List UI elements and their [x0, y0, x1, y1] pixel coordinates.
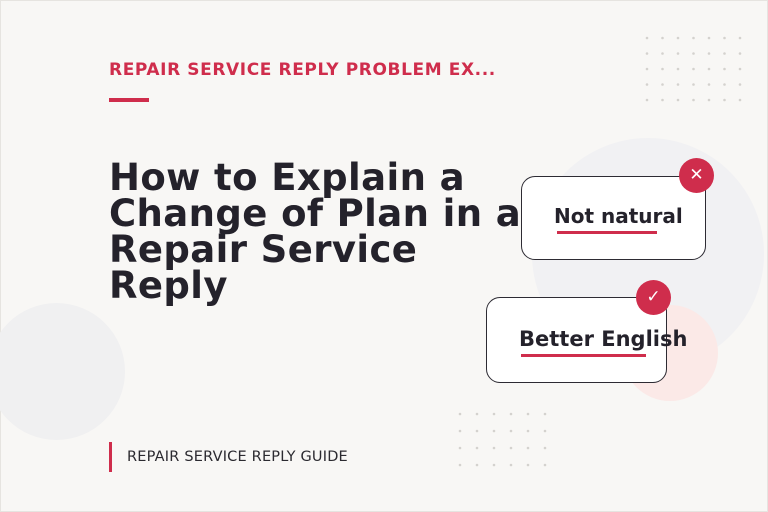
kicker-title: REPAIR SERVICE REPLY PROBLEM EX... — [109, 60, 496, 80]
guide-accent-bar — [109, 442, 112, 472]
page-title: How to Explain a Change of Plan in a Rep… — [109, 156, 522, 307]
dot-grid-top-right — [645, 36, 745, 106]
not-natural-label: Not natural — [554, 204, 683, 228]
not-natural-card — [521, 176, 706, 260]
not-natural-underline — [557, 231, 657, 234]
close-icon: ✕ — [679, 158, 714, 193]
kicker-underline — [109, 98, 149, 102]
check-icon: ✓ — [636, 280, 671, 315]
better-english-card — [486, 297, 667, 383]
guide-label: REPAIR SERVICE REPLY GUIDE — [127, 449, 348, 465]
decorative-circle-left — [0, 303, 125, 440]
dot-grid-bottom — [458, 412, 553, 467]
better-english-label: Better English — [519, 327, 688, 351]
better-english-underline — [521, 354, 646, 357]
